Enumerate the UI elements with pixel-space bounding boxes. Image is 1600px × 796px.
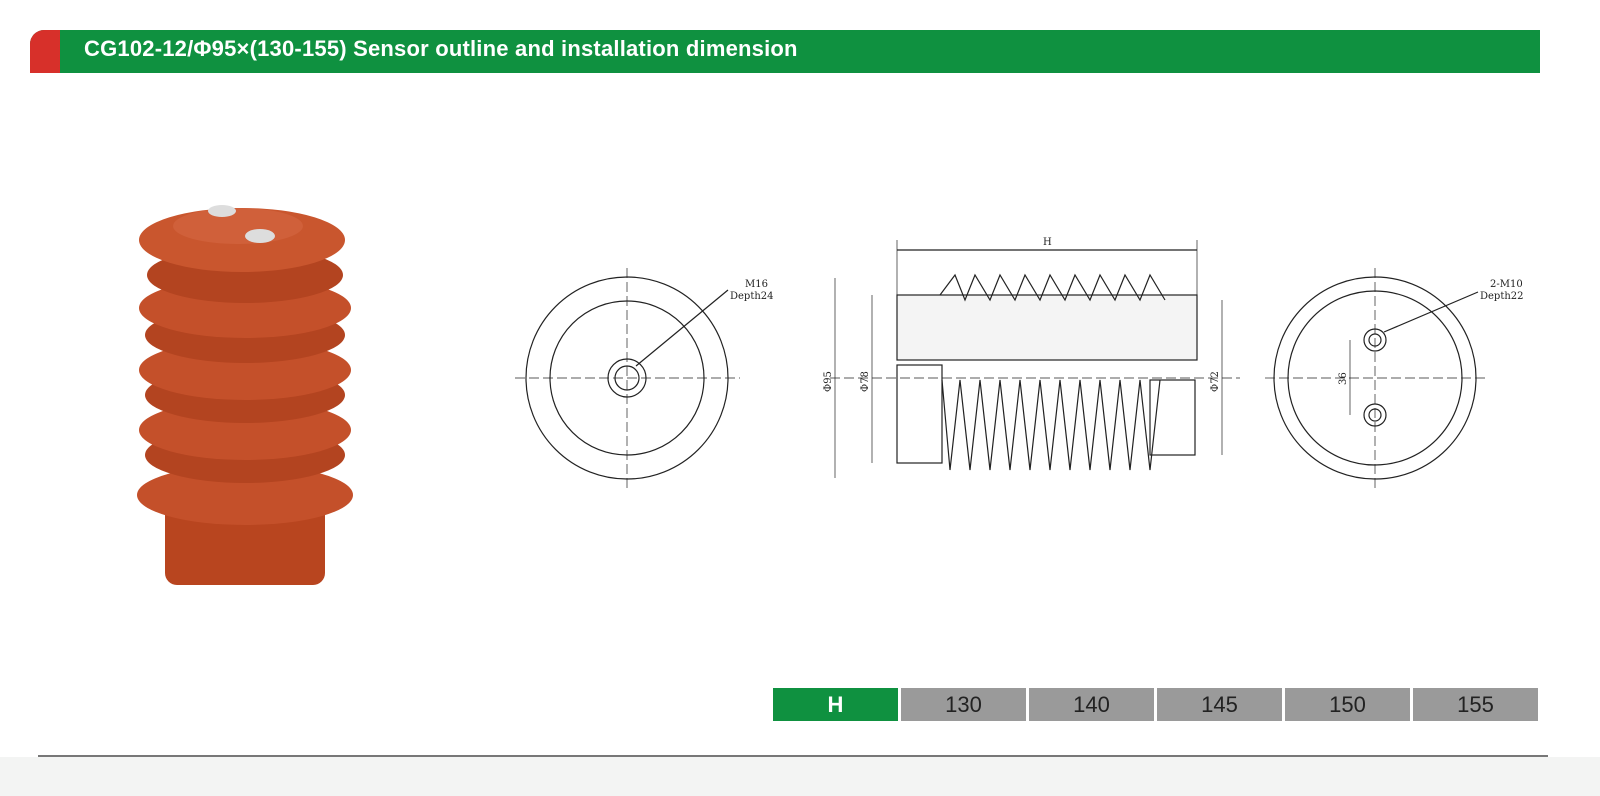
header-accent [30,30,60,73]
table-cell: 145 [1157,688,1282,721]
hole-spacing-label: 36 [1338,372,1349,385]
page-title: CG102-12/Φ95×(130-155) Sensor outline an… [84,36,798,61]
rear-view-drawing [1265,268,1485,490]
front-depth-label: Depth24 [730,291,774,302]
height-label: H [1043,237,1052,248]
side-view-drawing [830,240,1240,478]
outer-diameter-label: Φ95 [823,371,834,392]
section-header: CG102-12/Φ95×(130-155) Sensor outline an… [30,30,1540,73]
base-diameter-label: Φ72 [1210,371,1221,392]
table-cell: 150 [1285,688,1410,721]
footer-band [0,757,1600,796]
front-view-drawing [515,268,740,490]
rear-depth-label: Depth22 [1480,291,1524,302]
product-photo [137,205,353,585]
table-cell: 130 [901,688,1026,721]
dimension-table: H 130 140 145 150 155 [773,688,1538,721]
inner-diameter-label: Φ78 [860,371,871,392]
divider [38,755,1548,757]
table-cell: 155 [1413,688,1538,721]
table-cell: 140 [1029,688,1154,721]
rear-thread-label: 2-M10 [1490,279,1523,290]
table-header-h: H [773,688,898,721]
front-thread-label: M16 [745,279,768,290]
